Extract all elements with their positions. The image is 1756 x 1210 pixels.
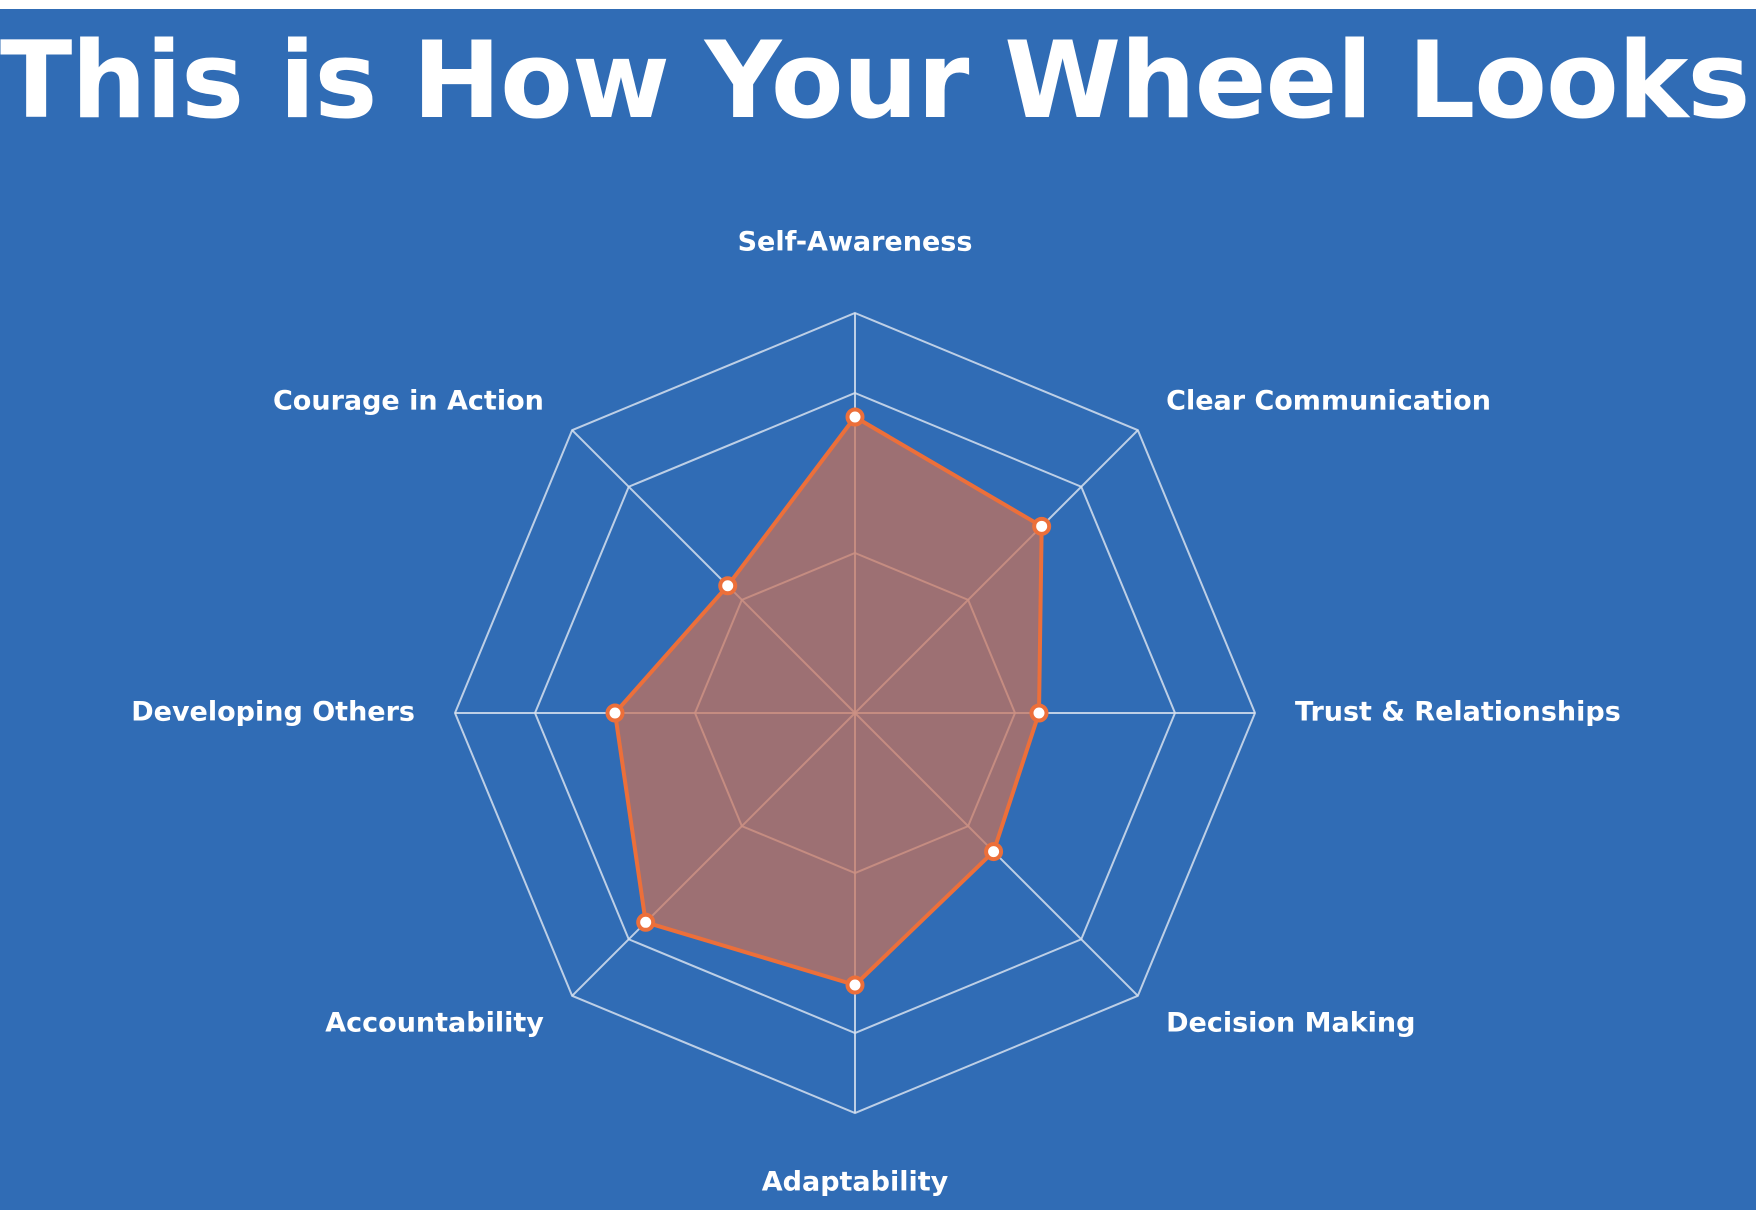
data-point-1: [845, 407, 865, 427]
radar-markers: [605, 407, 1052, 995]
axis-label-6: Accountability: [325, 1008, 544, 1039]
data-point-8: [718, 576, 738, 596]
data-point-3: [1029, 703, 1049, 723]
radar-series: [613, 415, 1044, 987]
data-point-7: [605, 703, 625, 723]
data-point-6: [636, 912, 656, 932]
axis-label-1: Self-Awareness: [738, 227, 973, 258]
axis-label-2: Clear Communication: [1166, 385, 1491, 416]
axis-label-3: Trust & Relationships: [1295, 697, 1621, 728]
axis-label-5: Adaptability: [762, 1167, 949, 1198]
data-point-5: [845, 975, 865, 995]
axis-label-7: Developing Others: [131, 697, 415, 728]
series-area: [613, 415, 1044, 987]
axis-label-4: Decision Making: [1166, 1008, 1415, 1039]
page-title: This is How Your Wheel Looks: [0, 19, 1750, 142]
data-point-4: [984, 842, 1004, 862]
axis-label-8: Courage in Action: [273, 385, 544, 416]
data-point-2: [1032, 516, 1052, 536]
top-strip: [0, 0, 1756, 9]
